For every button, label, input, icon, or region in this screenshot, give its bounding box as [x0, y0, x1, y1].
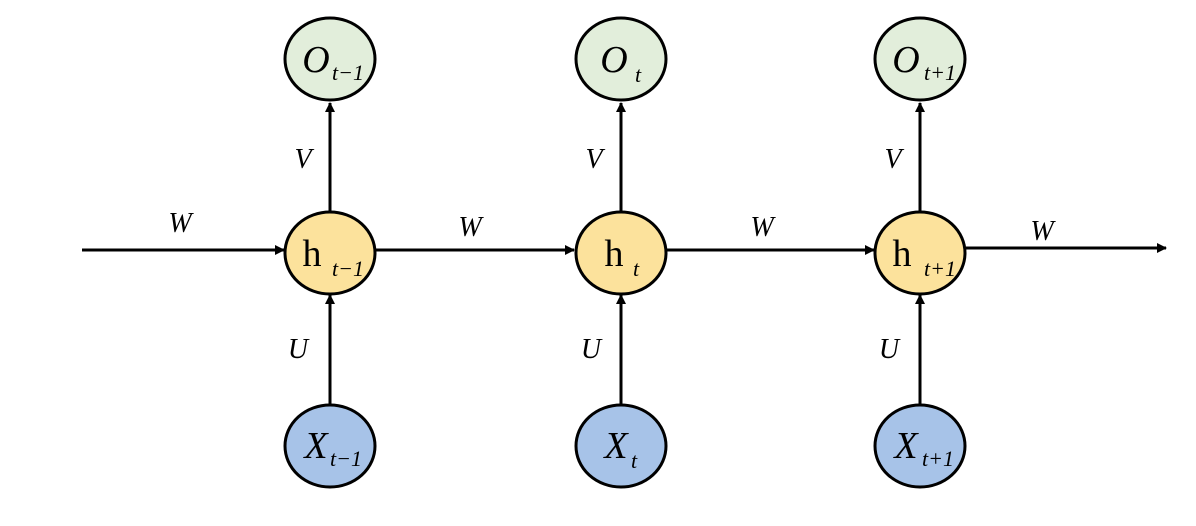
- hidden-node-main: h: [893, 233, 912, 275]
- u-label: U: [879, 334, 901, 365]
- output-node-main: O: [302, 39, 329, 81]
- input-node: X t−1: [283, 403, 377, 489]
- output-node: O t: [574, 16, 668, 102]
- w-label-out: W: [1030, 216, 1056, 247]
- column-t-minus-1: V U O t−1 h t−1 X t−1: [283, 16, 377, 489]
- hidden-node-shape: [873, 210, 967, 296]
- input-node-shape: [574, 403, 668, 489]
- recurrent-arrows: [82, 243, 1167, 255]
- input-node: X t+1: [873, 403, 967, 489]
- w-label-1-2: W: [458, 212, 484, 243]
- output-node-main: O: [600, 39, 627, 81]
- hidden-node-main: h: [605, 233, 624, 275]
- output-node: O t+1: [873, 16, 967, 102]
- u-label: U: [288, 334, 310, 365]
- input-node-main: X: [892, 425, 919, 467]
- column-t-plus-1: V U O t+1 h t+1 X t+1: [873, 16, 967, 489]
- hidden-node-subscript: t+1: [924, 256, 956, 281]
- hidden-node-subscript: t−1: [332, 256, 364, 281]
- hidden-node-shape: [283, 210, 377, 296]
- output-node-subscript: t−1: [332, 60, 364, 85]
- input-node-main: X: [602, 425, 629, 467]
- column-t: V U O t h t X t: [574, 16, 668, 489]
- v-label: V: [585, 144, 605, 175]
- w-label-2-3: W: [750, 212, 776, 243]
- input-node-shape: [873, 403, 967, 489]
- output-node-shape: [283, 16, 377, 102]
- input-node-subscript: t+1: [922, 446, 954, 471]
- hidden-node-subscript: t: [633, 256, 640, 281]
- hidden-node: h t: [574, 210, 668, 296]
- output-node-shape: [574, 16, 668, 102]
- v-label: V: [884, 144, 904, 175]
- u-label: U: [581, 334, 603, 365]
- v-label: V: [294, 144, 314, 175]
- output-node-shape: [873, 16, 967, 102]
- hidden-node-main: h: [303, 233, 322, 275]
- w-labels: W W W W: [168, 208, 1056, 247]
- output-node-main: O: [892, 39, 919, 81]
- input-node: X t: [574, 403, 668, 489]
- input-node-subscript: t−1: [330, 446, 362, 471]
- input-node-subscript: t: [631, 448, 638, 473]
- w-label-in: W: [168, 208, 194, 239]
- input-node-main: X: [302, 425, 329, 467]
- hidden-node: h t−1: [283, 210, 377, 296]
- output-node-subscript: t: [635, 62, 642, 87]
- output-node: O t−1: [283, 16, 377, 102]
- input-node-shape: [283, 403, 377, 489]
- hidden-node: h t+1: [873, 210, 967, 296]
- hidden-node-shape: [574, 210, 668, 296]
- output-node-subscript: t+1: [924, 60, 956, 85]
